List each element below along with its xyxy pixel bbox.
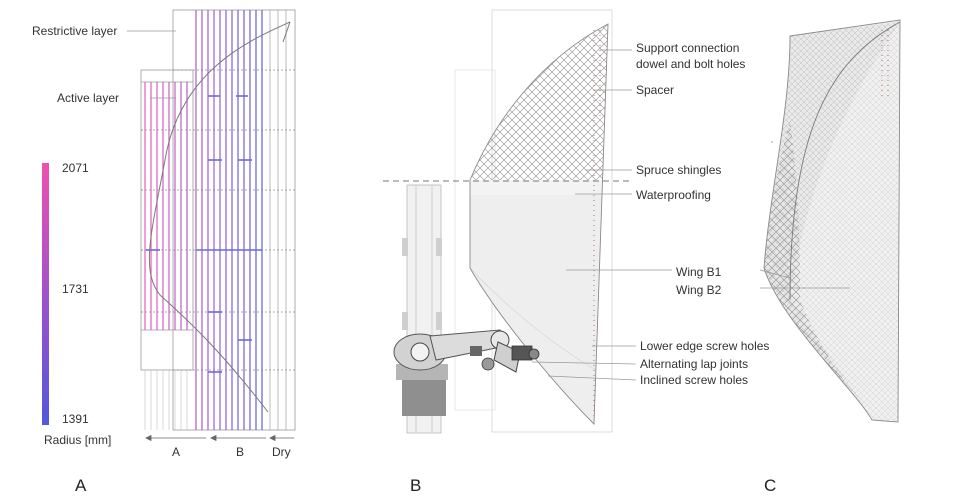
- alternating-lap-joints-label: Alternating lap joints: [640, 357, 748, 371]
- slab-outline: [172, 9, 296, 431]
- panel-c-letter: C: [764, 476, 776, 495]
- zone-arrows: [145, 434, 294, 442]
- wing-c-inner-edge: [789, 21, 901, 301]
- wing-b1-leader-c: [759, 269, 791, 279]
- zone-a-label: A: [172, 445, 180, 459]
- lower-edge-screw-holes-label: Lower edge screw holes: [640, 339, 769, 353]
- inclined-screw-holes-label: Inclined screw holes: [640, 373, 748, 387]
- panel-a-letter: A: [75, 476, 87, 495]
- waterproofing-label: Waterproofing: [636, 188, 711, 202]
- panel-b: Support connection dowel and bolt holes …: [383, 9, 769, 495]
- wing-c: [764, 20, 900, 422]
- support-connection-label: Support connection: [636, 41, 739, 55]
- robot-arm-icon: [393, 329, 540, 416]
- stray-dot: [771, 141, 773, 143]
- cut-lines: [141, 69, 295, 371]
- panel-b-letter: B: [410, 476, 421, 495]
- zone-dry-label: Dry: [272, 445, 291, 459]
- colorbar-mid-label: 1731: [62, 282, 89, 296]
- bending-profile-curve: [148, 21, 291, 413]
- panel-a: Restrictive layer Active layer 2071 1731…: [32, 9, 296, 495]
- spruce-shingles-label: Spruce shingles: [636, 163, 721, 177]
- wing-c-outline: [763, 19, 901, 423]
- colorbar-min-label: 1391: [62, 412, 89, 426]
- wing-b1-label: Wing B1: [676, 265, 722, 279]
- active-layer-label: Active layer: [57, 91, 119, 105]
- spacer-label: Spacer: [636, 83, 674, 97]
- layer-strips: [144, 10, 263, 430]
- radius-colorbar: [42, 163, 49, 425]
- colorbar-max-label: 2071: [62, 161, 89, 175]
- panel-b-leaders: [531, 49, 672, 381]
- zone-b-label: B: [236, 445, 244, 459]
- joint-ticks: [146, 95, 262, 373]
- wing-b-outline: [469, 23, 609, 426]
- profile-tip: [282, 21, 291, 43]
- restrictive-layer-label: Restrictive layer: [32, 24, 117, 38]
- wing-b: [470, 24, 608, 424]
- active-layer-block: [140, 69, 194, 371]
- panel-c: C: [759, 19, 901, 495]
- wing-b2-label: Wing B2: [676, 283, 722, 297]
- colorbar-title: Radius [mm]: [44, 433, 111, 447]
- dry-strips: [269, 10, 287, 430]
- dowel-bolt-holes-label: dowel and bolt holes: [636, 57, 745, 71]
